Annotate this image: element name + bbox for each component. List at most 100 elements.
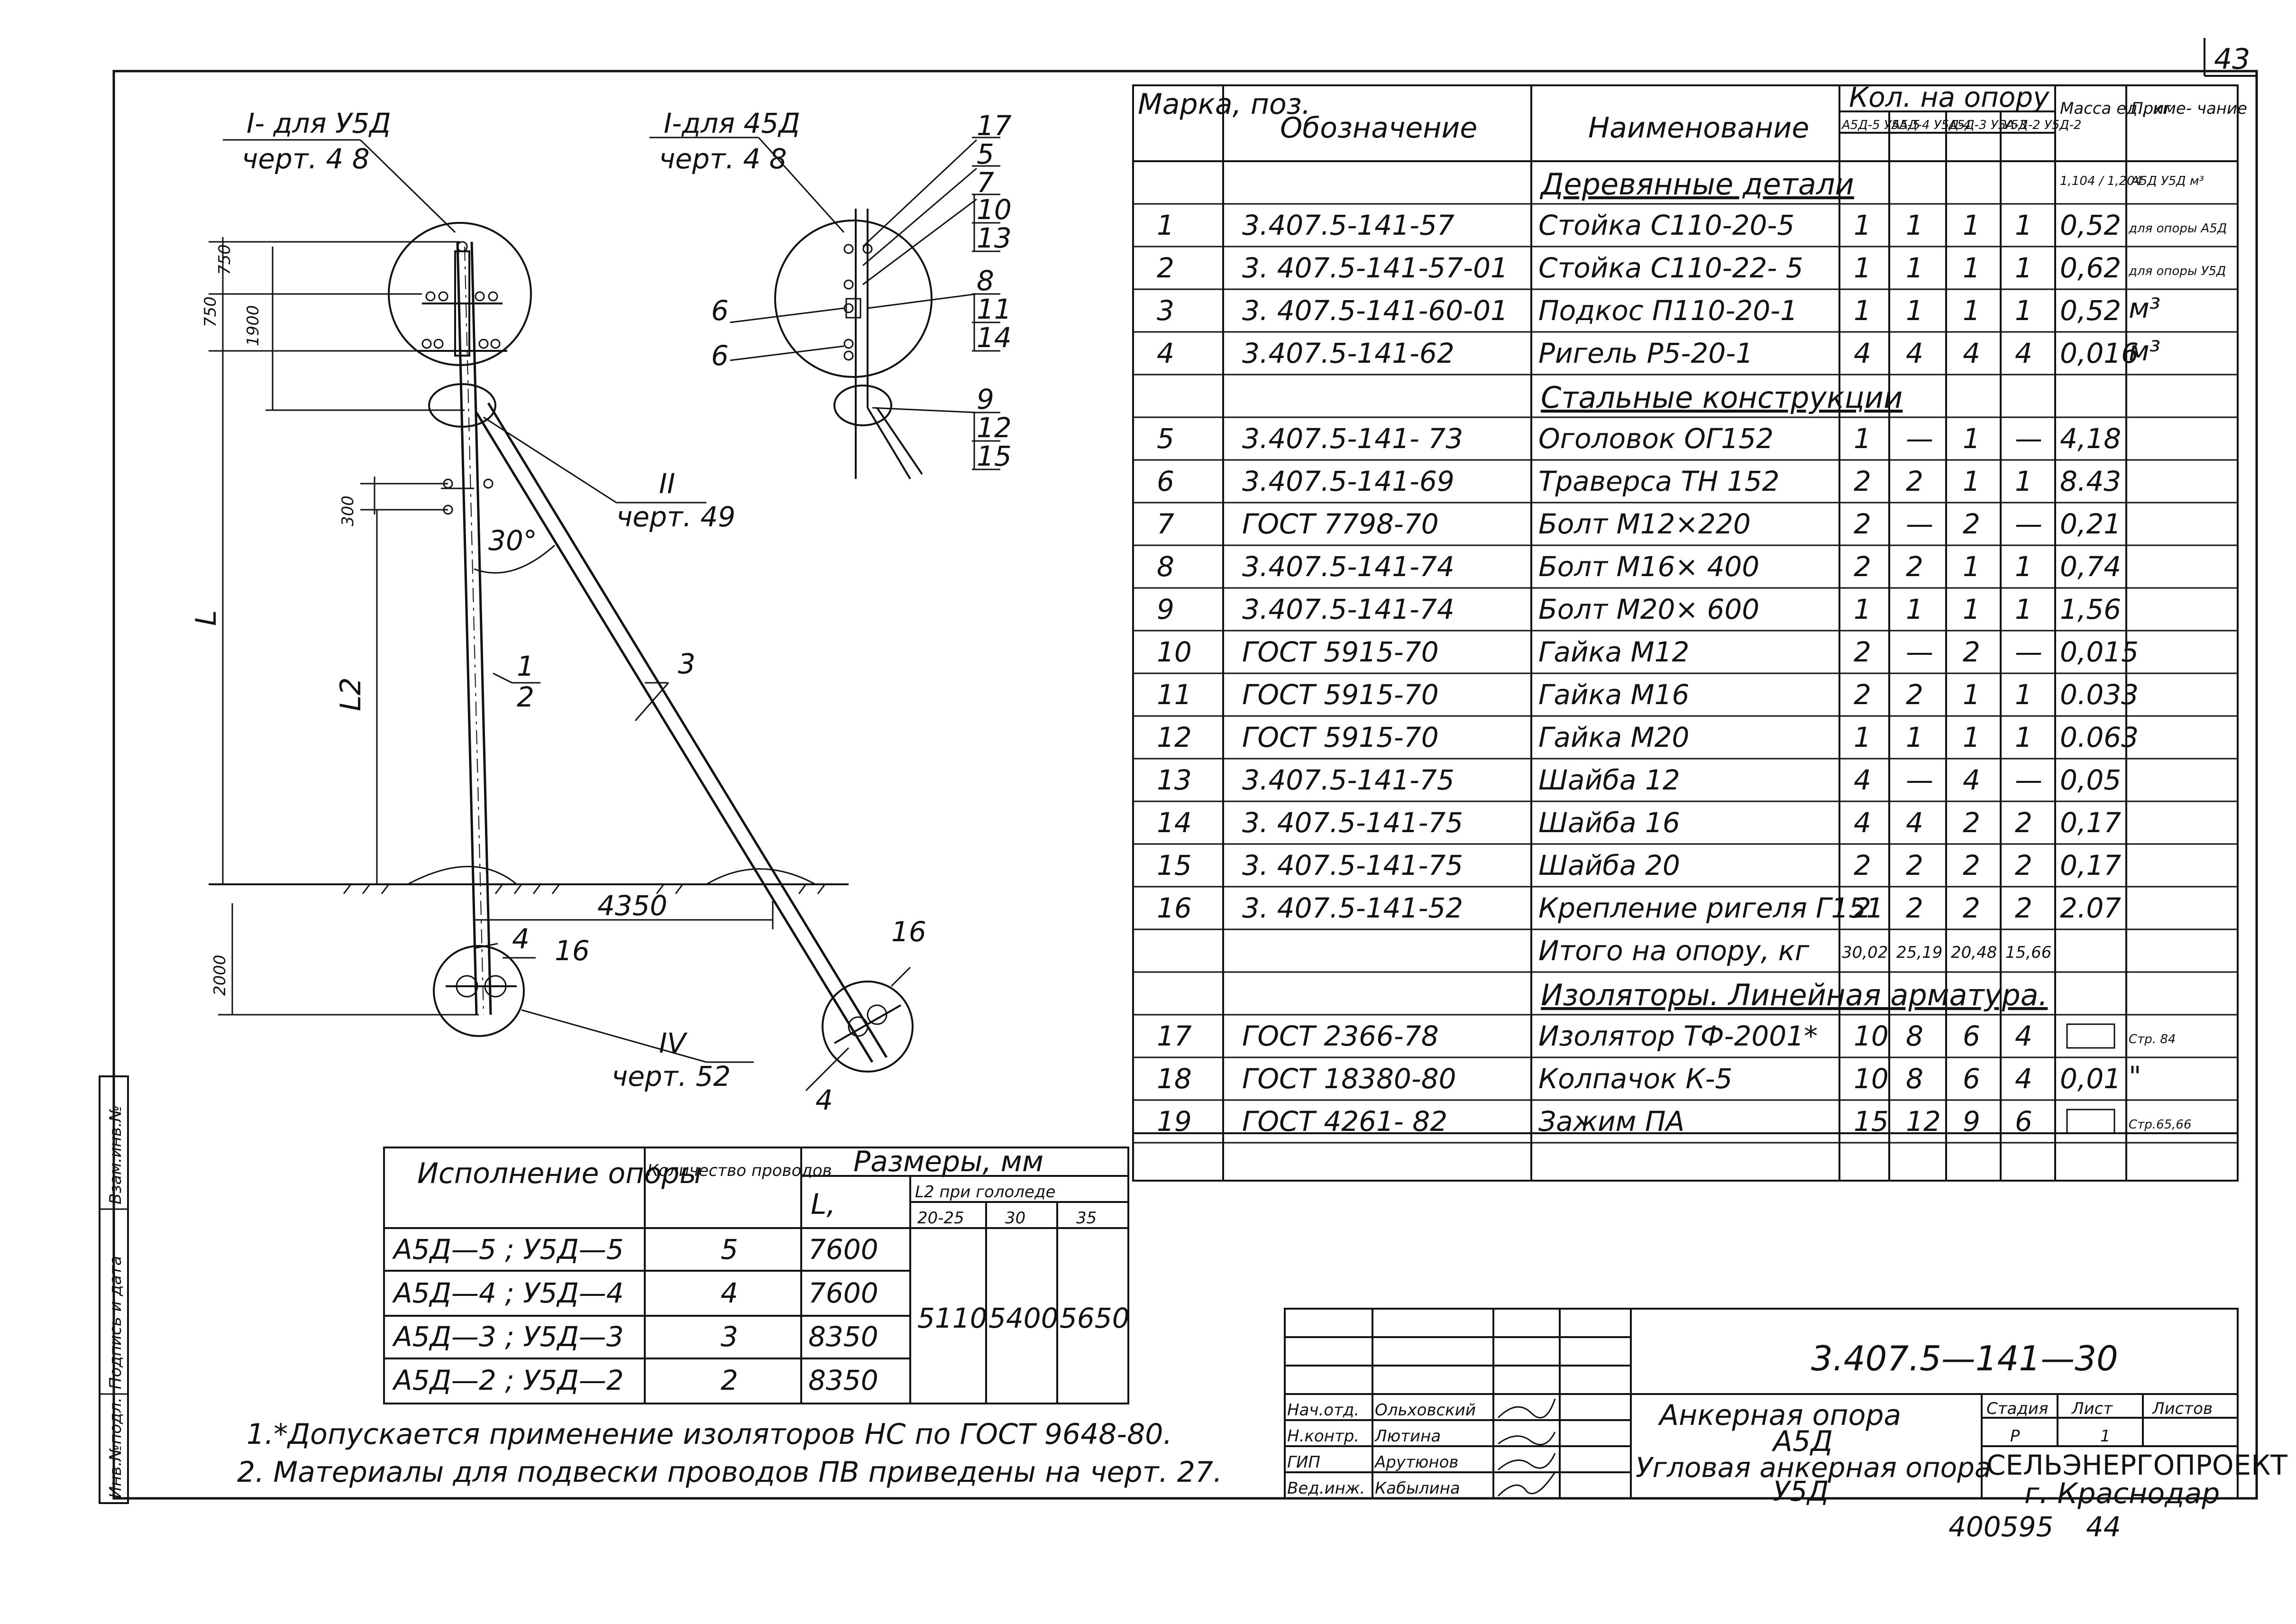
spec-total-qty: 30,02: [1842, 943, 1888, 962]
spec-row-designation: 3. 407.5-141-52: [1242, 892, 1463, 924]
spec-row-qty: 2: [1854, 551, 1871, 583]
svg-text:А5Д-5 У5А-5: А5Д-5 У5А-5: [1841, 118, 1920, 132]
spec-row-qty: 1: [2015, 679, 2032, 711]
spec-row-designation: ГОСТ 7798-70: [1242, 508, 1439, 540]
dims-row-count: 4: [721, 1277, 738, 1309]
spec-row-qty: 4: [2015, 337, 2032, 369]
svg-text:8: 8: [977, 265, 994, 297]
spec-row-qty: 1: [1963, 252, 1980, 284]
spec-row-mass: 8.43: [2060, 465, 2121, 497]
dims-header-exec: Исполнение опоры: [417, 1157, 702, 1190]
svg-text:Анкерная опора: Анкерная опора: [1657, 1399, 1901, 1432]
side-stamp-sign: Подпись и дата: [106, 1256, 125, 1389]
spec-row-note: Стр.65,66: [2129, 1118, 2192, 1132]
spec-row-qty: 2: [1906, 465, 1923, 497]
spec-row-qty: 1: [2015, 551, 2032, 583]
spec-row-qty: 1: [1854, 252, 1871, 284]
spec-row-qty: —: [2015, 636, 2042, 668]
spec-row-pos: 17: [1157, 1020, 1192, 1052]
spec-row-designation: 3.407.5-141- 73: [1242, 422, 1463, 455]
spec-row-pos: 13: [1157, 764, 1192, 796]
spec-row-qty: 2: [1906, 679, 1923, 711]
dims-row-exec: А5Д—3 ; У5Д—3: [392, 1321, 624, 1353]
svg-text:4350: 4350: [597, 890, 668, 922]
spec-row-pos: 2: [1157, 252, 1174, 284]
dims-row-count: 5: [721, 1233, 738, 1266]
spec-row-qty: 1: [1854, 209, 1871, 241]
svg-text:Лист: Лист: [2071, 1399, 2113, 1418]
spec-row-pos: 19: [1157, 1105, 1192, 1138]
tb-role: Вед.инж.: [1287, 1479, 1365, 1498]
spec-row-qty: 2: [1963, 508, 1980, 540]
spec-row-mass: 0,01: [2060, 1063, 2121, 1095]
spec-row-mass: 0,17: [2060, 849, 2121, 881]
spec-row-pos: 14: [1157, 807, 1192, 839]
spec-row-designation: ГОСТ 2366-78: [1242, 1020, 1439, 1052]
svg-text:6: 6: [711, 294, 729, 327]
sheet-number: 43: [2214, 43, 2250, 76]
spec-row-pos: 15: [1157, 849, 1192, 881]
svg-text:L,: L,: [811, 1188, 836, 1221]
spec-row-pos: 16: [1157, 892, 1192, 924]
spec-row-qty: 2: [2015, 849, 2032, 881]
spec-row-qty: 4: [1854, 764, 1871, 796]
tb-role: ГИП: [1287, 1453, 1320, 1472]
svg-text:20-25: 20-25: [917, 1209, 964, 1228]
spec-header-name: Наименование: [1588, 111, 1809, 145]
spec-row-name: Колпачок К-5: [1538, 1063, 1732, 1095]
spec-row-qty: 1: [1963, 209, 1980, 241]
svg-text:14: 14: [977, 321, 1012, 354]
spec-row-qty: 12: [1906, 1105, 1941, 1138]
svg-text:16: 16: [891, 916, 926, 948]
spec-row-name: Зажим ПА: [1538, 1105, 1684, 1138]
spec-row-note: для опоры А5Д: [2128, 221, 2227, 236]
svg-text:Р: Р: [2010, 1427, 2020, 1446]
spec-row-qty: 1: [1963, 593, 1980, 625]
dim-L: L: [190, 610, 223, 626]
spec-row-pos: 8: [1157, 551, 1174, 583]
detail-i-drawing: I-для 45Д черт. 4 8 6 6 17 5 7 10 13 8 1…: [649, 107, 1012, 480]
spec-row-qty: 6: [1963, 1063, 1980, 1095]
spec-header-mass: Масса ед., кг.: [2060, 99, 2176, 118]
spec-row-qty: 10: [1854, 1020, 1889, 1052]
svg-text:30°: 30°: [488, 524, 537, 557]
svg-text:черт. 52: черт. 52: [612, 1060, 731, 1092]
spec-row-qty: —: [2015, 422, 2042, 455]
spec-row-qty: 1: [1906, 593, 1923, 625]
spec-row-qty: 2: [1906, 849, 1923, 881]
spec-row-name: Болт М12×220: [1538, 508, 1751, 540]
dimensions-table: Исполнение опоры Количество проводов Раз…: [383, 1145, 1130, 1404]
spec-row-pos: 3: [1157, 294, 1174, 327]
spec-table: Марка, поз. Обозначение Наименование Кол…: [1132, 81, 2247, 1182]
svg-text:г. Краснодар: г. Краснодар: [2024, 1477, 2220, 1510]
svg-text:L2 при гололеде: L2 при гололеде: [915, 1183, 1055, 1202]
spec-row-mass: 0,52: [2060, 209, 2121, 241]
spec-row-qty: 10: [1854, 1063, 1889, 1095]
svg-text:2000: 2000: [210, 954, 229, 996]
svg-text:У5Д-2 У5Д-2: У5Д-2 У5Д-2: [2003, 118, 2082, 132]
spec-row-qty: 4: [2015, 1063, 2032, 1095]
svg-text:11: 11: [977, 293, 1012, 325]
spec-row-qty: 4: [1963, 764, 1980, 796]
spec-row-qty: 2: [1854, 892, 1871, 924]
spec-row-qty: 6: [1963, 1020, 1980, 1052]
svg-text:5650: 5650: [1060, 1302, 1130, 1334]
section-insul: Изоляторы. Линейная арматура.: [1541, 978, 2048, 1012]
spec-row-qty: 1: [2015, 465, 2032, 497]
spec-row-designation: ГОСТ 5915-70: [1242, 679, 1439, 711]
svg-text:А5Д: А5Д: [1771, 1425, 1833, 1458]
spec-row-note: м³: [2129, 292, 2160, 324]
spec-row-pos: 10: [1157, 636, 1192, 668]
spec-row-qty: 1: [1906, 252, 1923, 284]
side-stamp-repl: Взам.инв.№: [106, 1105, 125, 1204]
svg-text:У5Д: У5Д: [1773, 1475, 1829, 1507]
spec-row-name: Стойка С110-22- 5: [1538, 252, 1803, 284]
spec-row-qty: 2: [1854, 636, 1871, 668]
spec-row-pos: 1: [1157, 209, 1174, 241]
svg-text:Угловая анкерная опора: Угловая анкерная опора: [1636, 1451, 1991, 1484]
spec-row-name: Траверса ТН 152: [1538, 465, 1780, 497]
spec-row-note: для опоры У5Д: [2128, 264, 2226, 278]
title-block: 3.407.5—141—30 Анкерная опора А5Д Углова…: [1284, 1308, 2287, 1510]
spec-row-name: Болт М20× 600: [1538, 593, 1759, 625]
spec-row-qty: 8: [1906, 1063, 1923, 1095]
